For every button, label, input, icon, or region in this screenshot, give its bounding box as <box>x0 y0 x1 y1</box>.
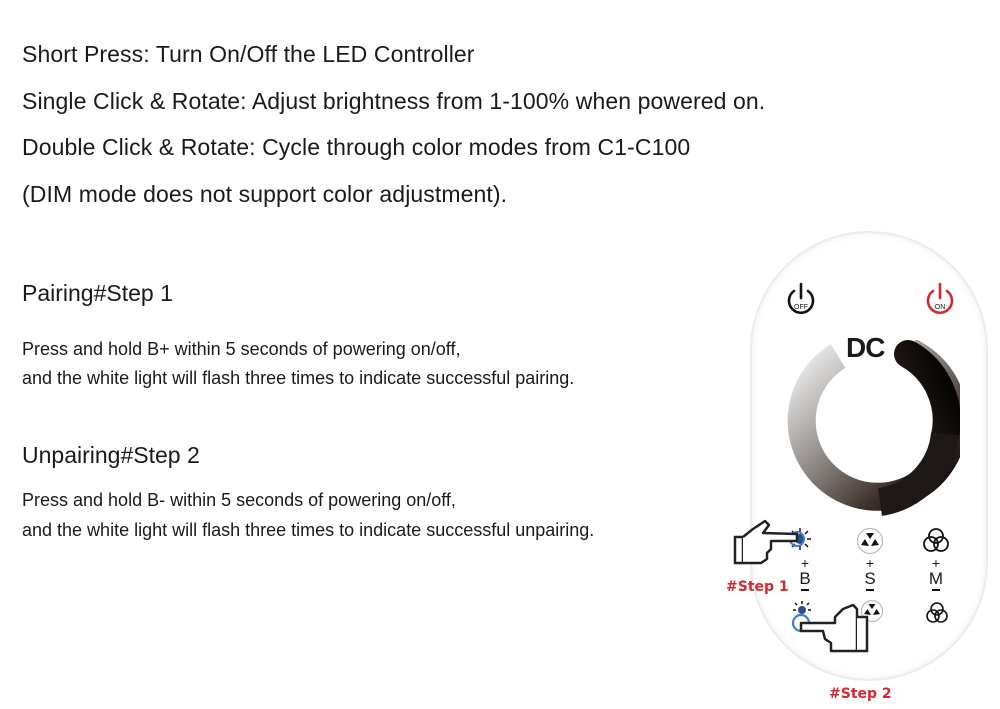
instruction-line-1: Short Press: Turn On/Off the LED Control… <box>22 41 475 67</box>
b-plus-sign: + <box>800 555 810 571</box>
instruction-line-3: Double Click & Rotate: Cycle through col… <box>22 134 691 160</box>
unpairing-text-2: and the white light will flash three tim… <box>22 520 595 540</box>
hand-pointer-icon <box>733 519 799 565</box>
m-plus-button[interactable] <box>921 526 951 556</box>
hand-pointer-step2 <box>797 603 873 655</box>
brand-label: DC <box>846 332 885 363</box>
pairing-title: Pairing#Step 1 <box>22 280 173 306</box>
mode-down-icon <box>926 602 948 623</box>
pairing-text-1: Press and hold B+ within 5 seconds of po… <box>22 339 461 359</box>
svg-text:OFF: OFF <box>794 304 808 311</box>
s-label: S <box>860 570 880 591</box>
instruction-line-4: (DIM mode does not support color adjustm… <box>22 181 508 207</box>
b-label: B <box>795 570 815 591</box>
step1-label: #Step 1 <box>726 579 789 595</box>
touch-wheel[interactable] <box>780 336 968 516</box>
m-minus-button[interactable] <box>924 600 950 626</box>
unpairing-title: Unpairing#Step 2 <box>22 442 200 468</box>
power-off-icon: OFF <box>787 282 815 314</box>
instruction-line-2: Single Click & Rotate: Adjust brightness… <box>22 88 766 114</box>
mode-up-icon <box>923 528 949 552</box>
svg-text:ON: ON <box>935 304 946 311</box>
on-button[interactable]: ON <box>922 282 958 318</box>
s-plus-sign: + <box>865 555 875 571</box>
dimmer-ring-icon <box>787 339 968 516</box>
step2-label: #Step 2 <box>829 686 892 702</box>
speed-up-icon <box>856 527 884 555</box>
m-label: M <box>926 570 946 591</box>
pairing-text-2: and the white light will flash three tim… <box>22 368 575 388</box>
unpairing-text-1: Press and hold B- within 5 seconds of po… <box>22 490 456 510</box>
power-on-icon: ON <box>926 282 954 314</box>
hand-pointer-step1 <box>731 517 801 567</box>
hand-pointer-icon <box>799 603 869 653</box>
m-plus-sign: + <box>931 555 941 571</box>
s-plus-button[interactable] <box>856 527 884 555</box>
off-button[interactable]: OFF <box>783 282 819 318</box>
